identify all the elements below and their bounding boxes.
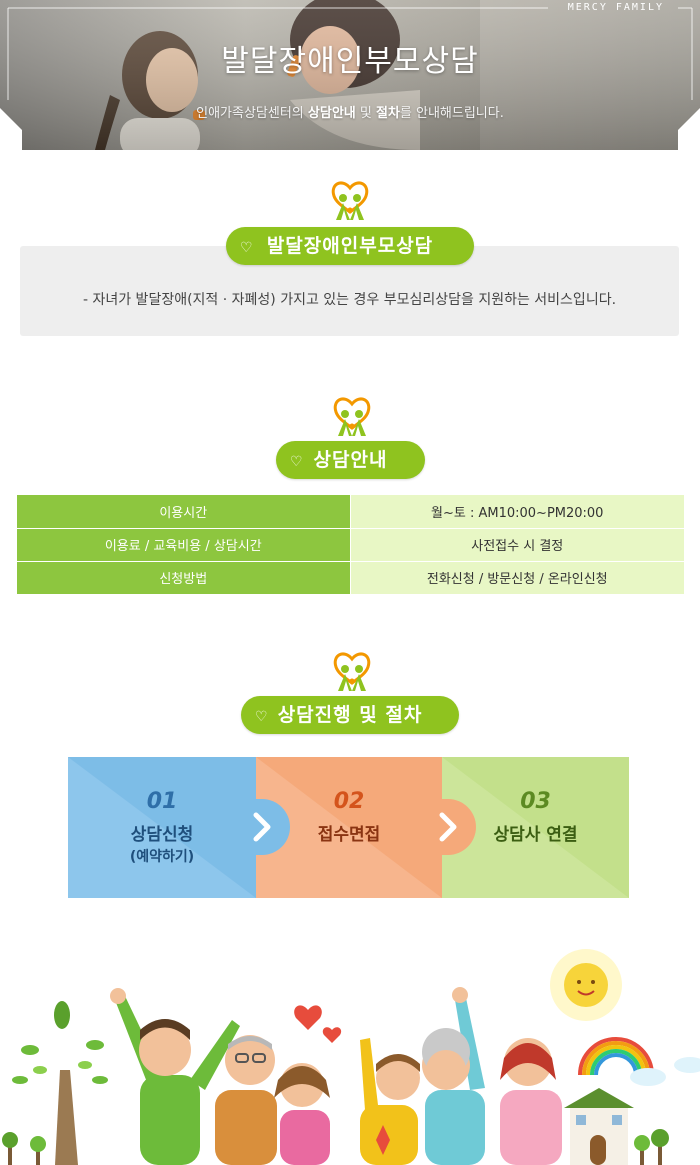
table-row: 이용료 / 교육비용 / 상담시간 사전접수 시 결정 xyxy=(17,528,684,562)
intro-description: - 자녀가 발달장애(지적 · 자폐성) 가지고 있는 경우 부모심리상담을 지… xyxy=(82,292,617,308)
mercy-logo-icon xyxy=(333,652,371,693)
step-number: 03 xyxy=(520,789,551,814)
rainbow-icon xyxy=(578,1037,654,1076)
section-title-intro: 발달장애인부모상담 xyxy=(266,235,434,257)
step-card-1: 01 상담신청 (예약하기) xyxy=(68,757,256,898)
table-row-value: 월~토 : AM10:00~PM20:00 xyxy=(350,495,684,529)
step-name: 접수면접 xyxy=(317,825,381,845)
table-row: 이용시간 월~토 : AM10:00~PM20:00 xyxy=(17,495,684,529)
step-sub: (예약하기) xyxy=(129,849,195,865)
subtitle-bold-1: 상담안내 xyxy=(307,106,356,121)
table-row-value: 전화신청 / 방문신청 / 온라인신청 xyxy=(350,561,684,595)
chevron-right-icon xyxy=(430,799,476,855)
subtitle-bold-2: 절차 xyxy=(375,106,400,121)
step-number: 01 xyxy=(146,789,178,814)
chevron-right-icon xyxy=(244,799,290,855)
guide-table: 이용시간 월~토 : AM10:00~PM20:00 이용료 / 교육비용 / … xyxy=(17,495,684,595)
section-title-process: 상담진행 및 절차 xyxy=(277,704,423,726)
page-subtitle: 인애가족상담센터의 상담안내 및 절차를 안내해드립니다. xyxy=(0,102,700,121)
page-title: 발달장애인부모상담 xyxy=(221,44,479,79)
subtitle-text-2: 및 xyxy=(355,106,376,121)
brand-label: MERCY FAMILY xyxy=(567,2,664,13)
hero-photo xyxy=(0,0,700,150)
family-people xyxy=(110,987,562,1165)
step-name: 상담사 연결 xyxy=(493,825,578,845)
step-number: 02 xyxy=(333,789,365,814)
step-shade xyxy=(442,757,629,898)
table-row-value: 사전접수 시 결정 xyxy=(350,528,684,562)
section-pill-guide: ♡ 상담안내 xyxy=(276,441,425,479)
section-pill-intro: ♡ 발달장애인부모상담 xyxy=(226,227,474,265)
subtitle-text-1: 인애가족상담센터의 xyxy=(196,106,308,121)
table-row-label: 이용료 / 교육비용 / 상담시간 xyxy=(17,528,351,562)
table-row-label: 신청방법 xyxy=(17,561,351,595)
heart-icon xyxy=(294,1005,342,1043)
section-pill-process: ♡ 상담진행 및 절차 xyxy=(241,696,459,734)
mercy-logo-icon xyxy=(333,397,371,438)
table-row: 신청방법 전화신청 / 방문신청 / 온라인신청 xyxy=(17,561,684,595)
process-steps: 01 상담신청 (예약하기) 02 접수면접 03 상담사 연결 xyxy=(68,757,629,898)
sun-icon xyxy=(550,949,622,1021)
heart-icon: ♡ xyxy=(255,709,269,725)
table-row-label: 이용시간 xyxy=(17,495,351,529)
heart-icon: ♡ xyxy=(290,454,304,470)
step-card-2: 02 접수면접 xyxy=(256,757,442,898)
mercy-logo-icon xyxy=(331,181,369,222)
tree-icon xyxy=(2,1001,669,1165)
hero-banner: MERCY FAMILY 발달장애인부모상담 인애가족상담센터의 상담안내 및 … xyxy=(0,0,700,150)
step-shade xyxy=(256,757,442,898)
subtitle-text-3: 를 안내해드립니다. xyxy=(399,106,504,121)
house-icon xyxy=(564,1088,634,1165)
step-name: 상담신청 xyxy=(130,825,194,845)
step-shade xyxy=(68,757,256,898)
family-illustration xyxy=(2,949,700,1165)
section-title-guide: 상담안내 xyxy=(313,449,388,471)
heart-icon: ♡ xyxy=(240,240,254,256)
